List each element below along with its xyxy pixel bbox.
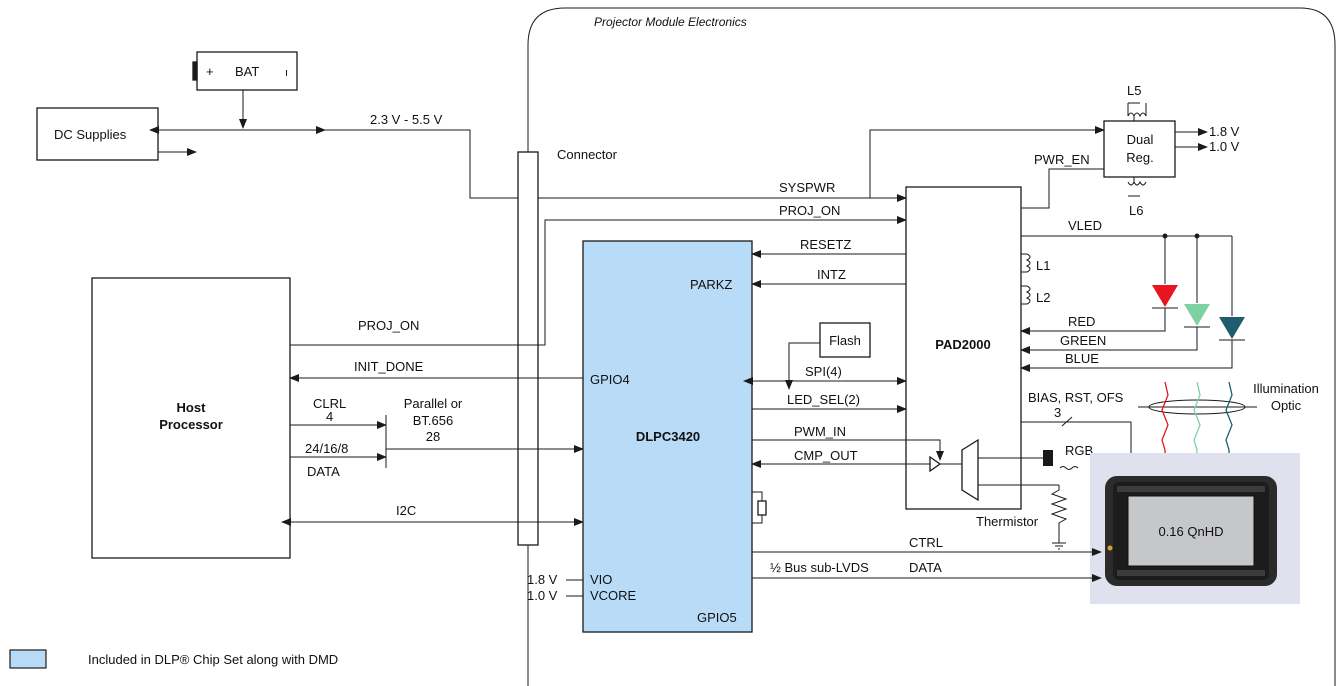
rgb-sensor (1043, 450, 1053, 466)
l2-label: L2 (1036, 290, 1050, 305)
intz-label: INTZ (817, 267, 846, 282)
dlpc3420-label: DLPC3420 (636, 429, 700, 444)
data-width-label: 24/16/8 (305, 441, 348, 456)
spi-label: SPI(4) (805, 364, 842, 379)
i2c-label: I2C (396, 503, 416, 518)
l5-label: L5 (1127, 83, 1141, 98)
projector-module-frame (527, 7, 1336, 686)
vio-pin: VIO (590, 572, 612, 587)
resetz-label: RESETZ (800, 237, 851, 252)
led-blue (1219, 317, 1245, 339)
mux-symbol (961, 438, 979, 502)
parallel-label-line2: BT.656 (413, 413, 453, 428)
host-label-line1: Host (177, 400, 207, 415)
red-light-path (1161, 381, 1169, 474)
legend-text: Included in DLP® Chip Set along with DMD (88, 652, 338, 667)
thermistor-label: Thermistor (976, 514, 1039, 529)
dmd-label: 0.16 QnHD (1158, 524, 1223, 539)
led-green (1184, 304, 1210, 326)
flash-label: Flash (829, 333, 861, 348)
init-done-label: INIT_DONE (354, 359, 424, 374)
green-light-path (1193, 381, 1201, 474)
dual-reg-line2: Reg. (1126, 150, 1153, 165)
flash-box (819, 322, 871, 358)
dual-reg-line1: Dual (1127, 132, 1154, 147)
vcore-pin: VCORE (590, 588, 637, 603)
parallel-count: 28 (426, 429, 440, 444)
module-title: Projector Module Electronics (594, 15, 747, 29)
vled-label: VLED (1068, 218, 1102, 233)
l6-label: L6 (1129, 203, 1143, 218)
parallel-label-line1: Parallel or (404, 396, 463, 411)
host-label-line2: Processor (159, 417, 223, 432)
ctrl-label: CTRL (909, 535, 943, 550)
green-label: GREEN (1060, 333, 1106, 348)
vcore-voltage: 1.0 V (527, 588, 558, 603)
clrl-label: CLRL (313, 396, 346, 411)
host-processor-box (91, 277, 291, 559)
battery-label: BAT (235, 64, 259, 79)
gpio5-pin: GPIO5 (697, 610, 737, 625)
lvds-label: ½ Bus sub-LVDS (770, 560, 869, 575)
legend-swatch (9, 649, 47, 669)
l1-label: L1 (1036, 258, 1050, 273)
battery: + BAT ı (192, 51, 298, 91)
red-label: RED (1068, 314, 1095, 329)
rgb-label: RGB (1065, 443, 1093, 458)
led-red (1152, 285, 1178, 307)
dmd-data-label: DATA (909, 560, 942, 575)
reg-out-1v0: 1.0 V (1209, 139, 1240, 154)
battery-minus: ı (285, 67, 288, 79)
connector-label: Connector (557, 147, 618, 162)
proj-on-label: PROJ_ON (779, 203, 840, 218)
dmd-array (1127, 495, 1255, 567)
clrl-count: 4 (326, 409, 333, 424)
dc-supplies-label: DC Supplies (54, 127, 127, 142)
host-data-label: DATA (307, 464, 340, 479)
blue-label: BLUE (1065, 351, 1099, 366)
supply-range-label: 2.3 V - 5.5 V (370, 112, 443, 127)
connector (517, 151, 539, 546)
led-sel-label: LED_SEL(2) (787, 392, 860, 407)
dlpc3420-box (582, 240, 753, 633)
bias-count: 3 (1054, 405, 1061, 420)
battery-plus: + (206, 64, 214, 79)
vio-voltage: 1.8 V (527, 572, 558, 587)
parkz-pin: PARKZ (690, 277, 732, 292)
optic-label-line1: Illumination (1253, 381, 1319, 396)
dual-reg-box (1103, 120, 1176, 178)
pad2000-label: PAD2000 (935, 337, 990, 352)
bias-label: BIAS, RST, OFS (1028, 390, 1124, 405)
pwm-in-label: PWM_IN (794, 424, 846, 439)
dc-supplies-box (36, 107, 159, 161)
blue-light-path (1225, 381, 1233, 474)
optic-label-line2: Optic (1271, 398, 1302, 413)
syspwr-label: SYSPWR (779, 180, 835, 195)
reg-out-1v8: 1.8 V (1209, 124, 1240, 139)
comparator-symbol (929, 455, 942, 473)
cmp-out-label: CMP_OUT (794, 448, 858, 463)
host-proj-on-label: PROJ_ON (358, 318, 419, 333)
pwr-en-label: PWR_EN (1034, 152, 1090, 167)
gpio4-pin: GPIO4 (590, 372, 630, 387)
